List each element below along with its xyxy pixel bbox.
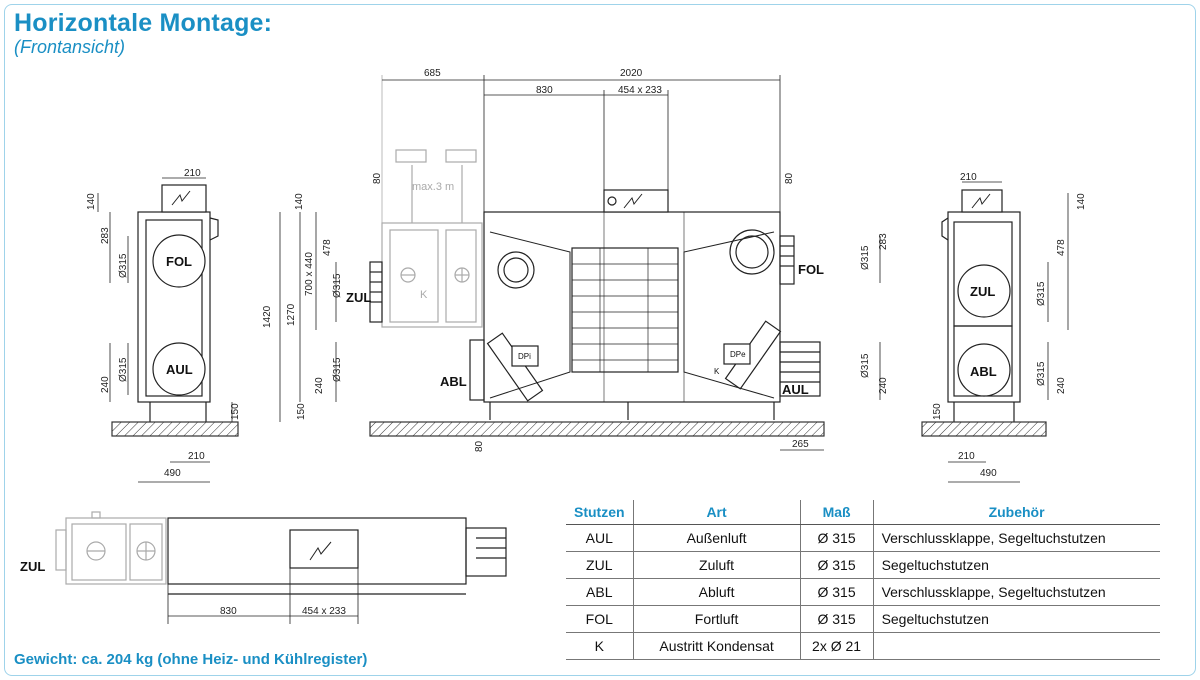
dim-830-bottom: 830 [220, 606, 237, 617]
cell-art: Außenluft [632, 524, 801, 552]
cell-zubehoer: Verschlussklappe, Segeltuchstutzen [872, 524, 1160, 552]
label-abl-front: ABL [440, 374, 467, 389]
dim-80-front-left: 80 [372, 172, 383, 184]
cell-mass: Ø 315 [799, 551, 874, 579]
cell-mass: Ø 315 [799, 605, 874, 633]
col-mass: Maß [799, 500, 874, 525]
dim-150-left: 150 [230, 403, 241, 420]
dim-1420: 1420 [262, 305, 273, 328]
dim-dia-right-top: Ø315 [1036, 281, 1047, 306]
dim-240-right: 240 [1056, 377, 1067, 394]
dim-140-right: 140 [1076, 193, 1087, 210]
dim-478-front: 478 [322, 239, 333, 256]
table-row: AUL Außenluft Ø 315 Verschlussklappe, Se… [566, 524, 1160, 552]
dim-830-top: 830 [536, 85, 553, 96]
table-header-row: Stutzen Art Maß Zubehör [566, 500, 1160, 525]
cell-mass: Ø 315 [799, 524, 874, 552]
dim-240-left: 240 [100, 376, 111, 393]
dim-max-length: max.3 m [412, 181, 454, 193]
cell-zubehoer: Segeltuchstutzen [872, 551, 1160, 579]
table-row: K Austritt Kondensat 2x Ø 21 [566, 632, 1160, 660]
cell-zubehoer: Verschlussklappe, Segeltuchstutzen [872, 578, 1160, 606]
page-title: Horizontale Montage: [14, 9, 273, 37]
label-k-register: K [420, 289, 428, 301]
cell-mass: Ø 315 [799, 578, 874, 606]
col-art: Art [632, 500, 801, 525]
table-row: ZUL Zuluft Ø 315 Segeltuchstutzen [566, 551, 1160, 579]
label-aul-left: AUL [166, 362, 193, 377]
dim-210-top-left: 210 [184, 168, 201, 179]
label-fol-front: FOL [798, 262, 824, 277]
dim-dia-right-bottom: Ø315 [1036, 361, 1047, 386]
cell-art: Fortluft [632, 605, 801, 633]
dim-2020: 2020 [620, 68, 643, 79]
dim-140-front: 140 [294, 193, 305, 210]
dim-150-right: 150 [932, 403, 943, 420]
top-view [55, 511, 507, 624]
dim-dia-left-top: Ø315 [118, 253, 129, 278]
dim-490-left: 490 [164, 468, 181, 479]
right-side-view [921, 181, 1069, 483]
drawing-frame [4, 4, 1196, 676]
cell-stutzen: K [566, 632, 634, 660]
col-stutzen: Stutzen [566, 500, 634, 525]
dim-283-left: 283 [100, 227, 111, 244]
cell-zubehoer: Segeltuchstutzen [872, 605, 1160, 633]
dim-478-right: 478 [1056, 239, 1067, 256]
dim-140-left: 140 [86, 193, 97, 210]
weight-note: Gewicht: ca. 204 kg (ohne Heiz- und Kühl… [14, 651, 368, 668]
dim-dia-left-bottom: Ø315 [118, 357, 129, 382]
dim-dia-front-aul: Ø315 [860, 353, 871, 378]
label-k-front: K [714, 367, 720, 376]
dim-1270: 1270 [286, 303, 297, 326]
cell-zubehoer [872, 632, 1160, 660]
dim-490-right: 490 [980, 468, 997, 479]
dim-80-bottom: 80 [474, 440, 485, 452]
dim-685: 685 [424, 68, 441, 79]
col-zubehoer: Zubehör [872, 500, 1160, 525]
dim-80-front-right: 80 [784, 172, 795, 184]
dim-dia-front-fol: Ø315 [860, 245, 871, 270]
cell-art: Abluft [632, 578, 801, 606]
dim-210-bottom-right: 210 [958, 451, 975, 462]
dim-dia-front-zul: Ø315 [332, 273, 343, 298]
label-aul-front: AUL [782, 382, 809, 397]
dim-240-front: 240 [314, 377, 325, 394]
dim-dia-front-abl: Ø315 [332, 357, 343, 382]
label-dpi: DPi [518, 352, 531, 361]
cell-stutzen: ZUL [566, 551, 634, 579]
left-side-view [97, 177, 239, 483]
label-dpe: DPe [730, 350, 746, 359]
spec-table: Stutzen Art Maß Zubehör AUL Außenluft Ø … [566, 500, 1160, 660]
label-abl-right: ABL [970, 364, 997, 379]
cell-mass: 2x Ø 21 [799, 632, 874, 660]
dim-700x440: 700 x 440 [304, 252, 315, 296]
label-zul-right: ZUL [970, 284, 995, 299]
page-subtitle: (Frontansicht) [14, 37, 126, 57]
front-view [279, 75, 881, 451]
dim-150-front: 150 [296, 403, 307, 420]
table-row: FOL Fortluft Ø 315 Segeltuchstutzen [566, 605, 1160, 633]
table-row: ABL Abluft Ø 315 Verschlussklappe, Segel… [566, 578, 1160, 606]
cell-stutzen: FOL [566, 605, 634, 633]
label-zul-top: ZUL [20, 559, 45, 574]
dim-240-front-right: 240 [878, 377, 889, 394]
cell-art: Austritt Kondensat [632, 632, 801, 660]
dim-210-bottom-left: 210 [188, 451, 205, 462]
dim-265: 265 [792, 439, 809, 450]
label-zul-front: ZUL [346, 290, 371, 305]
dim-flange-top: 454 x 233 [618, 85, 662, 96]
cell-art: Zuluft [632, 551, 801, 579]
cell-stutzen: ABL [566, 578, 634, 606]
dim-283-front: 283 [878, 233, 889, 250]
dim-210-top-right: 210 [960, 172, 977, 183]
cell-stutzen: AUL [566, 524, 634, 552]
label-fol-left: FOL [166, 254, 192, 269]
dim-flange-bottom: 454 x 233 [302, 606, 346, 617]
